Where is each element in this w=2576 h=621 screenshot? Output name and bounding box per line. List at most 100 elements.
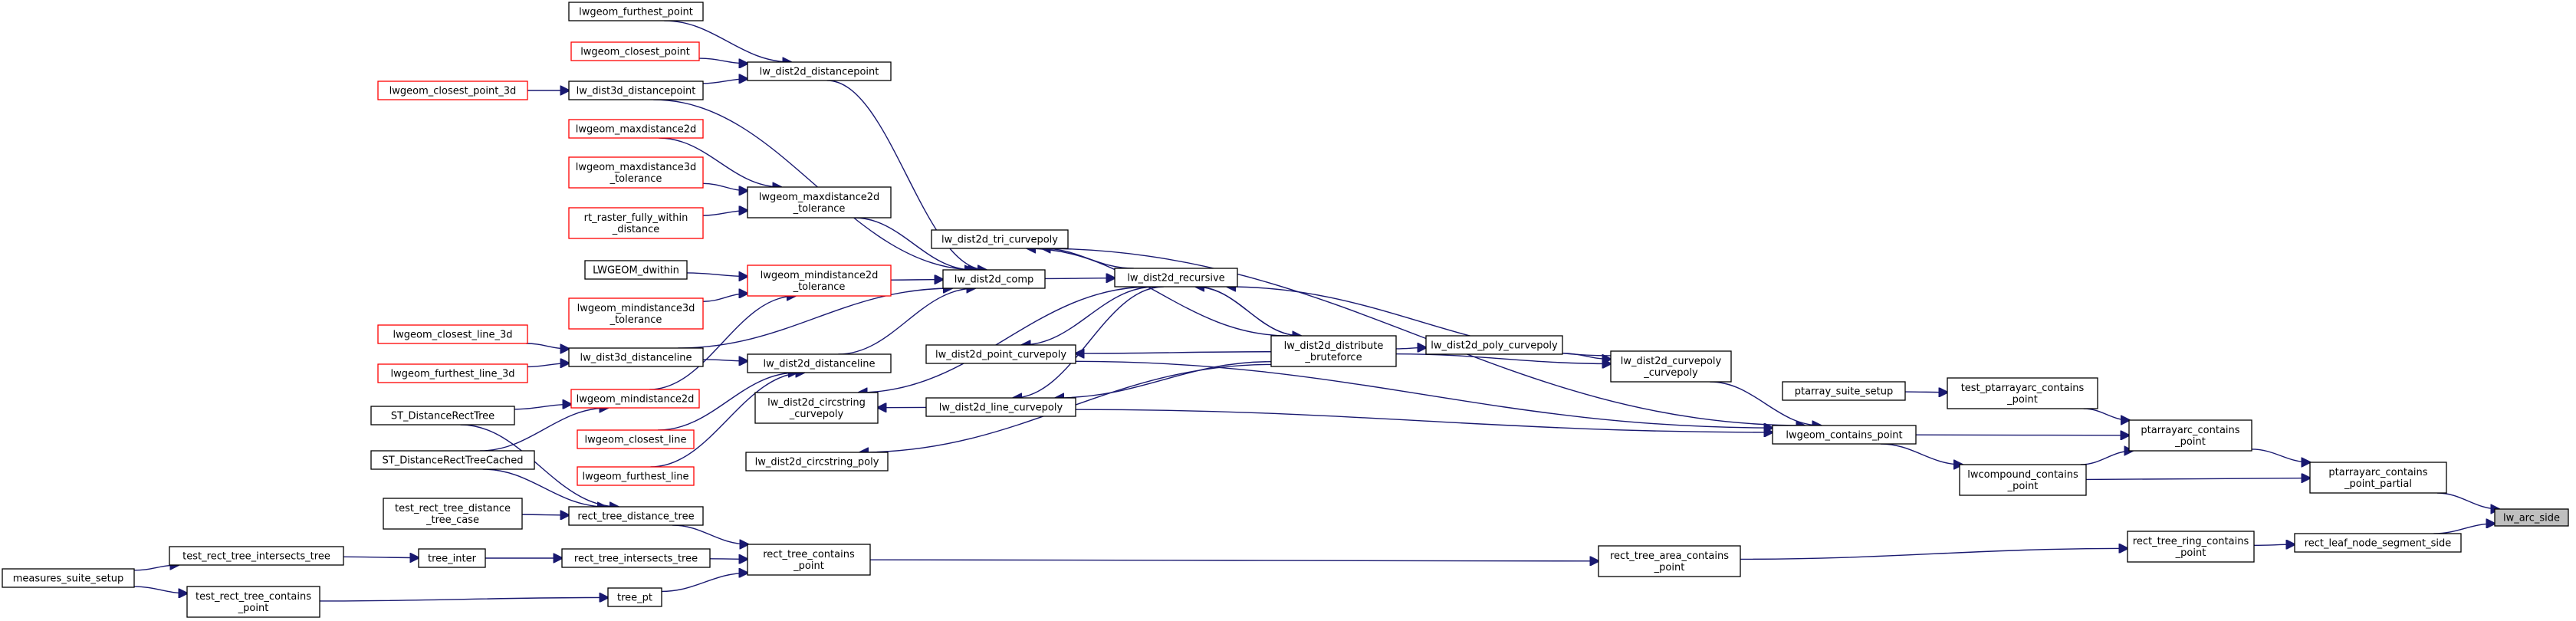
node-box[interactable]	[2494, 508, 2569, 527]
node-box[interactable]	[1114, 268, 1238, 288]
node-box[interactable]	[607, 587, 662, 607]
node-rect-tree-distance-tree[interactable]: rect_tree_distance_tree	[568, 506, 704, 526]
node-lwgeom-mindistance2d-tolerance[interactable]: lwgeom_mindistance2d_tolerance	[747, 264, 892, 297]
node-box[interactable]	[931, 229, 1069, 249]
node-box[interactable]	[1598, 545, 1741, 577]
node-st-distancerecttreecached[interactable]: ST_DistanceRectTreeCached	[370, 450, 535, 470]
node-box[interactable]	[942, 269, 1046, 289]
node-box[interactable]	[747, 61, 892, 81]
node-rect-leaf-node-segment-side[interactable]: rect_leaf_node_segment_side	[2294, 533, 2462, 553]
node-test-rect-tree-contains-point[interactable]: test_rect_tree_contains_point	[186, 586, 320, 618]
node-box[interactable]	[2294, 533, 2462, 553]
node-tree-inter[interactable]: tree_inter	[418, 548, 486, 568]
node-box[interactable]	[377, 80, 528, 100]
node-lwgeom-closest-point[interactable]: lwgeom_closest_point	[570, 41, 700, 61]
node-test-ptarrayarc-contains-point[interactable]: test_ptarrayarc_contains_point	[1947, 377, 2098, 409]
node-lw-dist2d-distanceline[interactable]: lw_dist2d_distanceline	[747, 353, 892, 373]
node-box[interactable]	[383, 498, 523, 530]
node-box[interactable]	[370, 450, 535, 470]
node-lw-dist2d-distancepoint[interactable]: lw_dist2d_distancepoint	[747, 61, 892, 81]
node-box[interactable]	[418, 548, 486, 568]
node-lw-dist2d-circstring-poly[interactable]: lw_dist2d_circstring_poly	[745, 452, 889, 472]
node-box[interactable]	[2128, 419, 2252, 452]
node-box[interactable]	[747, 353, 892, 373]
node-box[interactable]	[747, 186, 892, 219]
node-test-rect-tree-distance-tree-case[interactable]: test_rect_tree_distance_tree_case	[383, 498, 523, 530]
node-box[interactable]	[377, 363, 528, 383]
node-lw-dist3d-distancepoint[interactable]: lw_dist3d_distancepoint	[568, 80, 704, 100]
node-box[interactable]	[747, 264, 892, 297]
node-box[interactable]	[568, 347, 704, 367]
node-box[interactable]	[561, 548, 711, 568]
node-lwgeom-dwithin[interactable]: LWGEOM_dwithin	[584, 260, 688, 280]
node-ptarrayarc-contains-point-partial[interactable]: ptarrayarc_contains_point_partial	[2309, 462, 2447, 494]
node-lwgeom-contains-point[interactable]: lwgeom_contains_point	[1772, 425, 1917, 445]
node-box[interactable]	[377, 324, 528, 344]
node-box[interactable]	[2127, 531, 2255, 563]
node-box[interactable]	[570, 389, 700, 409]
node-lw-dist2d-comp[interactable]: lw_dist2d_comp	[942, 269, 1046, 289]
node-lwgeom-mindistance3d-tolerance[interactable]: lwgeom_mindistance3d_tolerance	[568, 297, 704, 330]
node-box[interactable]	[577, 466, 695, 486]
node-lwgeom-furthest-line[interactable]: lwgeom_furthest_line	[577, 466, 695, 486]
node-box[interactable]	[925, 397, 1076, 417]
node-ptarray-suite-setup[interactable]: ptarray_suite_setup	[1782, 381, 1906, 401]
node-lw-dist2d-curvepoly-curvepoly[interactable]: lw_dist2d_curvepoly_curvepoly	[1610, 350, 1732, 383]
node-box[interactable]	[568, 297, 704, 330]
node-box[interactable]	[568, 2, 704, 21]
node-box[interactable]	[568, 80, 704, 100]
node-box[interactable]	[1610, 350, 1732, 383]
node-lwcompound-contains-point[interactable]: lwcompound_contains_point	[1959, 464, 2087, 496]
node-test-rect-tree-intersects-tree[interactable]: test_rect_tree_intersects_tree	[169, 546, 344, 566]
node-lw-dist2d-distribute-bruteforce[interactable]: lw_dist2d_distribute_bruteforce	[1270, 335, 1397, 367]
node-lwgeom-maxdistance3d-tolerance[interactable]: lwgeom_maxdistance3d_tolerance	[568, 156, 704, 189]
node-lwgeom-closest-line[interactable]: lwgeom_closest_line	[577, 429, 695, 449]
node-lw-dist2d-circstring-curvepoly[interactable]: lw_dist2d_circstring_curvepoly	[754, 392, 879, 424]
node-rect-tree-area-contains-point[interactable]: rect_tree_area_contains_point	[1598, 545, 1741, 577]
node-box[interactable]	[568, 506, 704, 526]
node-st-distancerecttree[interactable]: ST_DistanceRectTree	[370, 406, 515, 426]
node-box[interactable]	[370, 406, 515, 426]
node-tree-pt[interactable]: tree_pt	[607, 587, 662, 607]
node-box[interactable]	[568, 156, 704, 189]
node-box[interactable]	[925, 344, 1076, 364]
node-box[interactable]	[577, 429, 695, 449]
node-lwgeom-closest-line-3d[interactable]: lwgeom_closest_line_3d	[377, 324, 528, 344]
node-lw-dist2d-poly-curvepoly[interactable]: lw_dist2d_poly_curvepoly	[1425, 335, 1563, 355]
node-lw-arc-side[interactable]: lw_arc_side	[2494, 508, 2569, 527]
node-box[interactable]	[186, 586, 320, 618]
node-box[interactable]	[1425, 335, 1563, 355]
node-lw-dist2d-recursive[interactable]: lw_dist2d_recursive	[1114, 268, 1238, 288]
node-rect-tree-contains-point[interactable]: rect_tree_contains_point	[747, 544, 871, 576]
node-box[interactable]	[169, 546, 344, 566]
node-box[interactable]	[1772, 425, 1917, 445]
node-lw-dist2d-point-curvepoly[interactable]: lw_dist2d_point_curvepoly	[925, 344, 1076, 364]
node-lw-dist2d-line-curvepoly[interactable]: lw_dist2d_line_curvepoly	[925, 397, 1076, 417]
node-lwgeom-furthest-point[interactable]: lwgeom_furthest_point	[568, 2, 704, 21]
node-rt-raster-fully-within-distance[interactable]: rt_raster_fully_within_distance	[568, 207, 704, 239]
node-box[interactable]	[568, 119, 704, 139]
node-box[interactable]	[2, 568, 135, 588]
node-lw-dist2d-tri-curvepoly[interactable]: lw_dist2d_tri_curvepoly	[931, 229, 1069, 249]
node-box[interactable]	[747, 544, 871, 576]
node-rect-tree-ring-contains-point[interactable]: rect_tree_ring_contains_point	[2127, 531, 2255, 563]
node-box[interactable]	[568, 207, 704, 239]
node-box[interactable]	[584, 260, 688, 280]
node-measures-suite-setup[interactable]: measures_suite_setup	[2, 568, 135, 588]
node-lw-dist3d-distanceline[interactable]: lw_dist3d_distanceline	[568, 347, 704, 367]
node-box[interactable]	[2309, 462, 2447, 494]
node-box[interactable]	[1947, 377, 2098, 409]
node-box[interactable]	[1782, 381, 1906, 401]
node-lwgeom-maxdistance2d[interactable]: lwgeom_maxdistance2d	[568, 119, 704, 139]
node-rect-tree-intersects-tree[interactable]: rect_tree_intersects_tree	[561, 548, 711, 568]
node-box[interactable]	[1270, 335, 1397, 367]
node-lwgeom-maxdistance2d-tolerance[interactable]: lwgeom_maxdistance2d_tolerance	[747, 186, 892, 219]
node-lwgeom-mindistance2d[interactable]: lwgeom_mindistance2d	[570, 389, 700, 409]
node-box[interactable]	[570, 41, 700, 61]
node-ptarrayarc-contains-point[interactable]: ptarrayarc_contains_point	[2128, 419, 2252, 452]
node-lwgeom-furthest-line-3d[interactable]: lwgeom_furthest_line_3d	[377, 363, 528, 383]
node-box[interactable]	[754, 392, 879, 424]
node-lwgeom-closest-point-3d[interactable]: lwgeom_closest_point_3d	[377, 80, 528, 100]
node-box[interactable]	[1959, 464, 2087, 496]
node-box[interactable]	[745, 452, 889, 472]
